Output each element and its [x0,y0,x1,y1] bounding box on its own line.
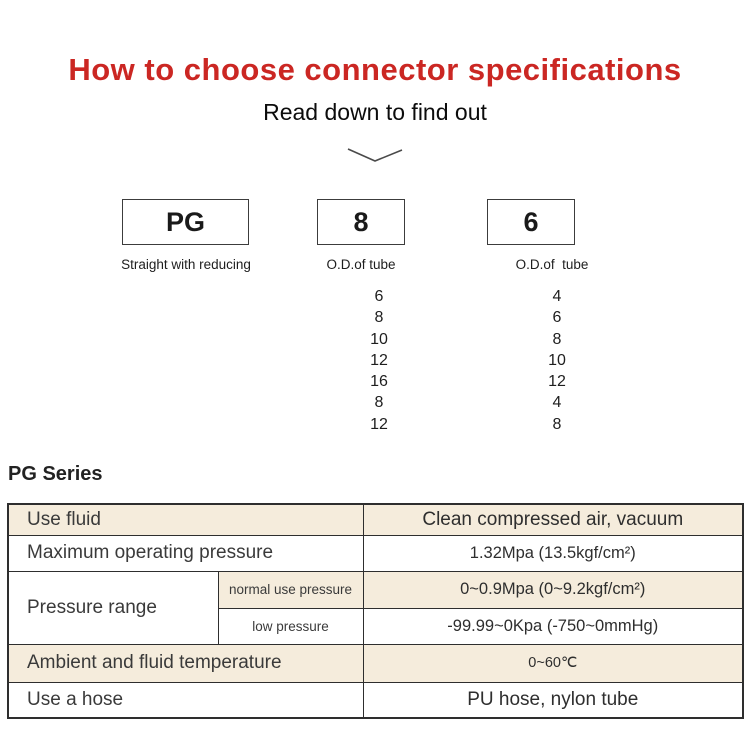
pg-series-heading: PG Series [8,463,103,485]
size-item: 4 [552,288,562,305]
box-label-od-of-tube-2: O.D.of tube [515,257,589,272]
row-label-use-fluid: Use fluid [7,503,364,536]
size-item: 10 [370,330,388,348]
spec-box-pg-code: PG [165,206,205,237]
page-title: How to choose connector specifications [68,52,682,87]
size-item: 8 [552,415,562,433]
size-item: 12 [370,415,388,433]
size-list-tube-od-1: 6 8 10 12 16 8 12 [329,286,429,435]
size-item: 16 [370,373,388,391]
row-label-pressure-range: Pressure range [7,570,219,645]
sub-label-low-pressure: low pressure [217,607,364,645]
spec-box-tube-od-1: 8 [317,199,405,245]
box-label-od-of-tube-1: O.D.of tube [326,257,396,272]
box-label-straight-with-reducing: Straight with reducing [121,257,251,272]
row-value-use-a-hose: PU hose, nylon tube [362,681,744,719]
row-value-ambient-temperature: 0~60℃ [362,643,744,683]
size-item: 10 [548,351,566,369]
spec-box-pg: PG [122,199,249,245]
table-row-normal-use-pressure: Pressure range normal use pressure 0~0.9… [7,570,744,645]
table-row-ambient-temperature: Ambient and fluid temperature 0~60℃ [7,643,744,683]
size-item: 6 [552,309,562,327]
spec-box-tube-od-1-code: 8 [353,206,369,237]
size-list-tube-od-2: 4 6 8 10 12 4 8 [507,286,607,435]
size-item: 12 [370,351,388,369]
table-row-use-a-hose: Use a hose PU hose, nylon tube [7,681,744,719]
size-item: 6 [374,288,384,305]
sub-label-normal-use-pressure: normal use pressure [217,570,364,609]
size-item: 8 [552,330,562,348]
size-item: 12 [548,373,566,391]
table-row-max-operating-pressure: Maximum operating pressure 1.32Mpa (13.5… [7,534,744,572]
table-row-use-fluid: Use fluid Clean compressed air, vacuum [7,503,744,536]
spec-box-tube-od-2: 6 [487,199,575,245]
page-subtitle: Read down to find out [263,99,487,125]
chevron-down-icon [347,148,403,162]
row-label-use-a-hose: Use a hose [7,681,364,719]
size-item: 8 [374,394,384,412]
row-label-max-operating-pressure: Maximum operating pressure [7,534,364,572]
spec-box-tube-od-2-code: 6 [523,206,539,237]
spec-table: Use fluid Clean compressed air, vacuum M… [7,503,745,719]
row-value-use-fluid: Clean compressed air, vacuum [362,503,744,536]
size-item: 4 [552,394,562,412]
row-value-normal-use-pressure: 0~0.9Mpa (0~9.2kgf/cm²) [362,570,744,609]
row-value-low-pressure: -99.99~0Kpa (-750~0mmHg) [362,607,744,645]
row-label-ambient-temperature: Ambient and fluid temperature [7,643,364,683]
row-value-max-operating-pressure: 1.32Mpa (13.5kgf/cm²) [362,534,744,572]
table-row-low-pressure: low pressure -99.99~0Kpa (-750~0mmHg) [8,607,744,645]
size-item: 8 [374,309,384,327]
